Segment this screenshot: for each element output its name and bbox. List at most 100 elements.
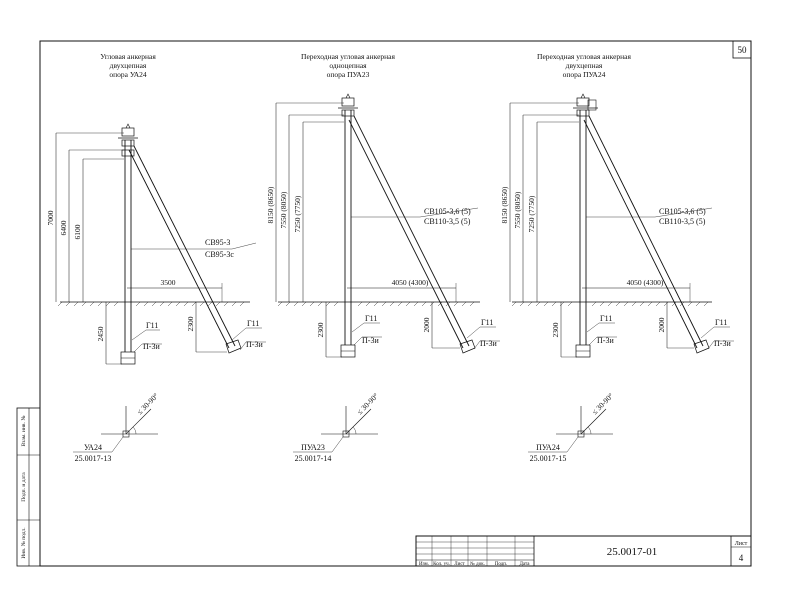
tb-col-list: Лист: [454, 562, 465, 567]
height-lower: 7250 (7750): [527, 195, 536, 232]
strut-label-group: СВ105-3,6 (5) СВ110-3,5 (5): [586, 207, 713, 226]
height-total: 8150 (8650): [266, 186, 275, 223]
sheet-frame: [39, 40, 752, 567]
height-total: 8150 (8650): [500, 186, 509, 223]
depth-dimensions: 2450 2300: [96, 302, 227, 365]
depth-dimensions: 2300 2000: [551, 302, 694, 358]
height-dimensions: 8150 (8650) 7550 (8050) 7250 (7750): [266, 102, 344, 302]
plan-ref-code: 25.0017-15: [530, 454, 567, 463]
side-stamp-podp-data: Подп. и дата: [21, 472, 27, 502]
span-dimension: 3500: [127, 278, 223, 302]
plan-ref-name: ПУА23: [301, 443, 325, 452]
span-value: 4050 (4300): [627, 278, 664, 287]
height-total: 7000: [46, 210, 55, 225]
g11-label-right: Г11: [481, 318, 493, 327]
height-lower: 7250 (7750): [293, 195, 302, 232]
pole: [340, 110, 356, 358]
depth-dimensions: 2300 2000: [316, 302, 460, 358]
p3i-label-left: П-3и: [597, 336, 614, 345]
strut-label-1: СВ95-3: [205, 238, 230, 247]
title-block: Изм. Кол. уч. Лист № док. Подп. Дата 25.…: [415, 535, 752, 567]
span-dimension: 4050 (4300): [582, 278, 691, 302]
panel-pua24: Переходная угловая анкерная двухцепная о…: [500, 52, 734, 463]
height-dimensions: 8150 (8650) 7550 (8050) 7250 (7750): [500, 102, 579, 302]
height-upper: 6400: [59, 220, 68, 235]
list-number: 4: [739, 553, 744, 563]
tb-col-data: Дата: [520, 562, 531, 567]
top-fittings: [573, 93, 598, 117]
strut-label-group: СВ105-3,6 (5) СВ110-3,5 (5): [351, 207, 479, 226]
page-number-box: 50: [732, 40, 752, 59]
p3i-label-right: П-3и: [714, 339, 731, 348]
panel-title-line-2: двухцепная: [110, 61, 147, 70]
document-code: 25.0017-01: [607, 546, 657, 558]
span-value: 4050 (4300): [392, 278, 429, 287]
pole: [120, 140, 136, 365]
depth-right: 2000: [422, 317, 431, 332]
plan-ref-code: 25.0017-14: [295, 454, 332, 463]
ground-line: [277, 301, 480, 307]
panel-title-line-2: двухцепная: [566, 61, 603, 70]
depth-right: 2300: [186, 316, 195, 331]
strut-label-1: СВ105-3,6 (5): [424, 207, 471, 216]
g11-label-left: Г11: [146, 321, 158, 330]
tb-col-izm: Изм.: [419, 562, 429, 567]
side-stamp-inv-podl: Инв. № подл.: [21, 527, 27, 559]
p3i-label-right: П-3и: [246, 340, 263, 349]
page-number: 50: [738, 45, 748, 55]
plan-ref-code: 25.0017-13: [75, 454, 112, 463]
top-fittings: [118, 123, 138, 157]
p3i-label-right: П-3и: [480, 339, 497, 348]
p3i-label-left: П-3и: [362, 336, 379, 345]
side-stamp: Взам. инв. № Подп. и дата Инв. № подл.: [16, 407, 41, 567]
panel-title-line-1: Переходная угловая анкерная: [301, 52, 395, 61]
base-callouts: Г11 П-3и Г11 П-3и: [586, 314, 734, 350]
g11-label-right: Г11: [715, 318, 727, 327]
top-fittings: [338, 93, 358, 117]
ground-line: [57, 301, 250, 307]
panel-pua23: Переходная угловая анкерная одноцепная о…: [266, 52, 500, 463]
height-lower: 6100: [73, 224, 82, 239]
g11-label-right: Г11: [247, 319, 259, 328]
panel-title-line-1: Переходная угловая анкерная: [537, 52, 631, 61]
depth-left: 2300: [316, 322, 325, 337]
strut-label-2: СВ110-3,5 (5): [659, 217, 706, 226]
strut-label-2: СВ110-3,5 (5): [424, 217, 471, 226]
height-upper: 7550 (8050): [279, 191, 288, 228]
plan-ref-name: ПУА24: [536, 443, 560, 452]
pole: [575, 110, 591, 358]
tb-col-kol-uch: Кол. уч.: [433, 562, 450, 567]
p3i-label-left: П-3и: [143, 342, 160, 351]
panel-ua24: Угловая анкерная двухцепная опора УА24: [46, 52, 266, 463]
depth-right: 2000: [657, 317, 666, 332]
panel-title-line-1: Угловая анкерная: [100, 52, 156, 61]
strut-label-2: СВ95-3с: [205, 250, 234, 259]
panel-title-line-2: одноцепная: [329, 61, 367, 70]
tb-col-podp: Подп.: [495, 562, 507, 567]
height-dimensions: 7000 6400 6100: [46, 132, 124, 302]
panel-title-line-3: опора ПУА24: [563, 70, 606, 79]
strut: [583, 115, 710, 354]
strut-label-1: СВ105-3,6 (5): [659, 207, 706, 216]
strut-label-group: СВ95-3 СВ95-3с: [131, 238, 257, 259]
depth-left: 2450: [96, 326, 105, 341]
plan-view: ≤ 30-90° ПУА24 25.0017-15: [528, 391, 615, 463]
g11-label-left: Г11: [365, 314, 377, 323]
panel-title-line-3: опора ПУА23: [327, 70, 370, 79]
panel-title-line-3: опора УА24: [109, 70, 147, 79]
g11-label-left: Г11: [600, 314, 612, 323]
plan-view: ≤ 30-90° УА24 25.0017-13: [73, 391, 160, 463]
base-callouts: Г11 П-3и Г11 П-3и: [131, 319, 266, 353]
ground-line: [511, 301, 712, 307]
base-callouts: Г11 П-3и Г11 П-3и: [351, 314, 500, 350]
span-dimension: 4050 (4300): [347, 278, 457, 302]
plan-view: ≤ 30-90° ПУА23 25.0017-14: [293, 391, 380, 463]
plan-ref-name: УА24: [84, 443, 102, 452]
span-value: 3500: [161, 278, 176, 287]
side-stamp-inv-vzam: Взам. инв. №: [21, 416, 27, 447]
height-upper: 7550 (8050): [513, 191, 522, 228]
list-label: Лист: [735, 541, 748, 547]
depth-left: 2300: [551, 322, 560, 337]
tb-col-doc: № док.: [470, 561, 485, 567]
